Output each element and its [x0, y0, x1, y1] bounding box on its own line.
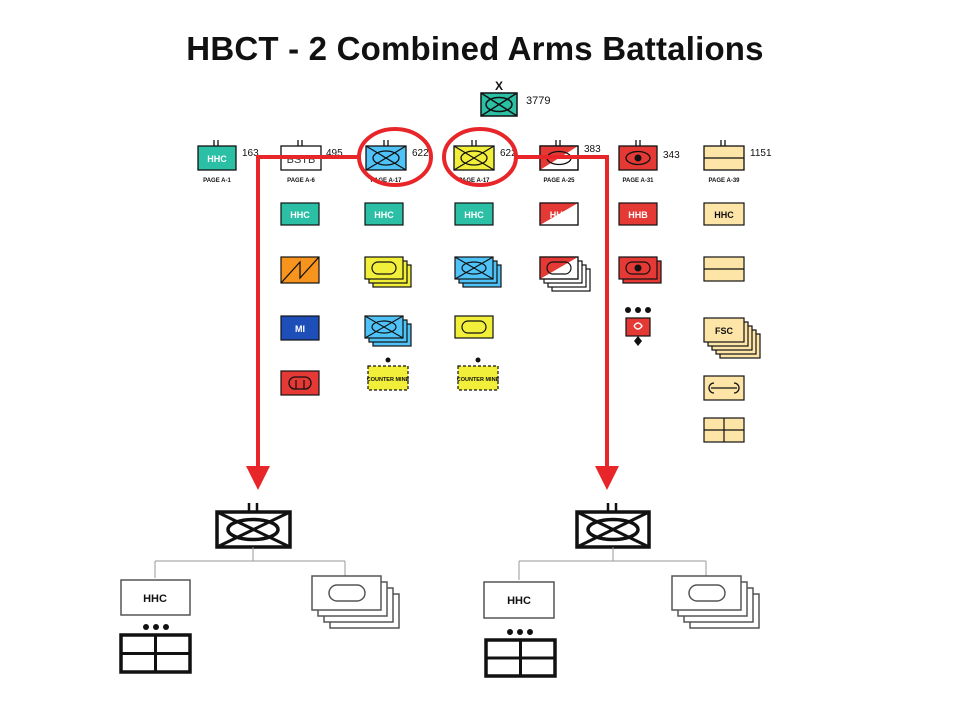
column-cav-header: 383 PAGE A-25 — [539, 140, 601, 184]
column-cab-1-header: 622 PAGE A-17 — [365, 140, 429, 184]
arrow-cab-2-line — [516, 155, 609, 468]
bstb-engineer-unit — [280, 370, 320, 396]
column-1-label: HHC — [207, 154, 227, 164]
column-4-page: PAGE A-17 — [458, 178, 490, 184]
bstb-mi-unit: MI — [280, 315, 320, 341]
column-1-strength: 163 — [242, 148, 259, 159]
column-1-page: PAGE A-1 — [203, 178, 231, 184]
column-bstb-header: BSTB 495 PAGE A-6 — [280, 140, 343, 184]
fa-hhb-label: HHB — [628, 210, 648, 220]
bsb-fsc-companies: FSC — [703, 317, 761, 359]
cab-2-hhc-unit: HHC — [454, 202, 494, 226]
cab-1-battalion-chart: HHC — [119, 503, 400, 674]
column-fa-header: 343 PAGE A-31 — [618, 140, 680, 184]
highlight-annotations — [246, 127, 619, 490]
cab-1-counter-mine-unit: COUNTER MINE — [367, 357, 410, 391]
cav-hht-label: HHT — [550, 210, 569, 220]
fa-hhb-unit: HHB — [618, 202, 658, 226]
column-7-strength: 1151 — [750, 148, 772, 159]
cav-hht-unit: HHT — [539, 202, 579, 226]
bsb-hhc-unit: HHC — [703, 202, 745, 226]
bsb-distribution-company — [703, 256, 745, 282]
column-4-strength: 622 — [500, 148, 517, 159]
cab-2-battalion-chart: HHC — [483, 503, 760, 678]
bstb-signal-unit — [280, 256, 320, 284]
column-5-strength: 383 — [584, 144, 601, 155]
column-hhc-header: HHC 163 PAGE A-1 — [197, 140, 259, 184]
bstb-hhc-label: HHC — [290, 210, 310, 220]
bsb-medical-company — [703, 417, 745, 443]
brigade-echelon-mark: X — [495, 79, 503, 93]
cab-1-chart-hhc-label: HHC — [143, 593, 167, 605]
cab-2-counter-mine-label: COUNTER MINE — [457, 377, 500, 383]
cab-1-armor-companies — [364, 256, 412, 288]
column-2-page: PAGE A-6 — [287, 178, 315, 184]
column-2-strength: 495 — [326, 148, 343, 159]
cab-2-counter-mine-unit: COUNTER MINE — [457, 357, 500, 391]
page-title: HBCT - 2 Combined Arms Battalions — [186, 30, 764, 67]
cab-1-mech-infantry-companies — [364, 315, 412, 347]
arrow-cab-1-line — [256, 155, 359, 468]
column-cab-2-header: 622 PAGE A-17 — [453, 140, 517, 184]
bsb-maintenance-company — [703, 375, 745, 401]
column-7-page: PAGE A-39 — [708, 178, 740, 184]
fa-target-acquisition-unit — [625, 307, 651, 346]
bsb-fsc-label: FSC — [715, 326, 734, 336]
cab-2-armor-companies — [454, 315, 494, 339]
bstb-hhc-unit: HHC — [280, 202, 320, 226]
cab-2-chart-hhc-label: HHC — [507, 595, 531, 607]
arrow-cab-1-head — [246, 466, 270, 490]
column-6-strength: 343 — [663, 150, 680, 161]
bstb-mi-label: MI — [295, 324, 305, 334]
cab-1-hhc-unit: HHC — [364, 202, 404, 226]
cab-1-counter-mine-label: COUNTER MINE — [367, 377, 410, 383]
column-6-page: PAGE A-31 — [622, 178, 654, 184]
fa-batteries — [618, 256, 662, 284]
cab-1-hhc-label: HHC — [374, 210, 394, 220]
bsb-hhc-label: HHC — [714, 210, 734, 220]
brigade-hq-symbol: X 3779 — [480, 79, 550, 117]
column-5-page: PAGE A-25 — [543, 178, 575, 184]
cav-troops — [539, 256, 591, 292]
cab-2-mech-infantry-companies — [454, 256, 502, 288]
column-3-page: PAGE A-17 — [370, 178, 402, 184]
column-bsb-header: 1151 PAGE A-39 — [703, 140, 772, 184]
cab-2-hhc-label: HHC — [464, 210, 484, 220]
column-3-strength: 622 — [412, 148, 429, 159]
brigade-strength: 3779 — [526, 95, 550, 107]
arrow-cab-2-head — [595, 466, 619, 490]
